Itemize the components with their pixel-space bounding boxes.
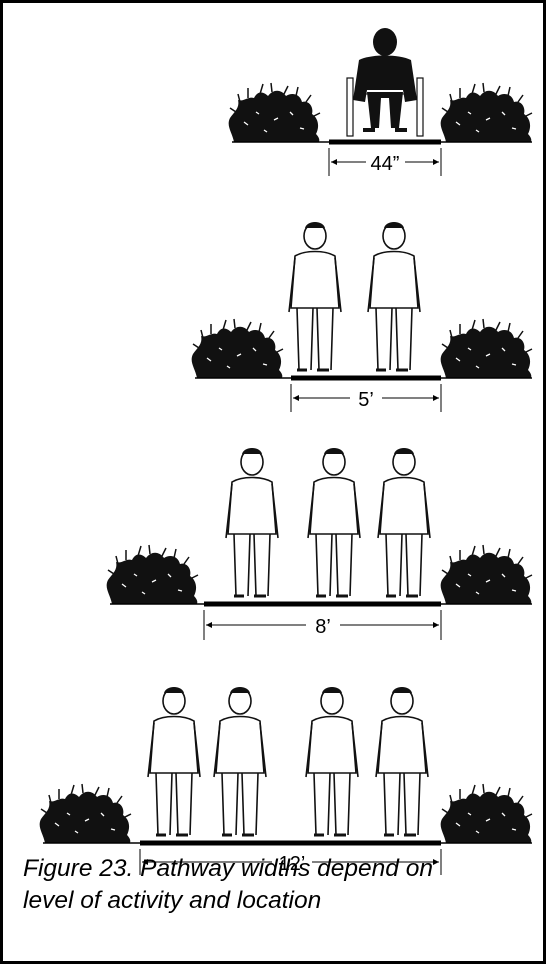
caption-line-1: Figure 23. Pathway widths depend on	[23, 853, 523, 885]
width-label: 5’	[358, 389, 374, 411]
width-label: 8’	[315, 616, 331, 638]
figure-caption: Figure 23. Pathway widths depend on leve…	[23, 853, 523, 917]
caption-line-2: level of activity and location	[23, 885, 523, 917]
width-label: 44”	[371, 153, 400, 175]
